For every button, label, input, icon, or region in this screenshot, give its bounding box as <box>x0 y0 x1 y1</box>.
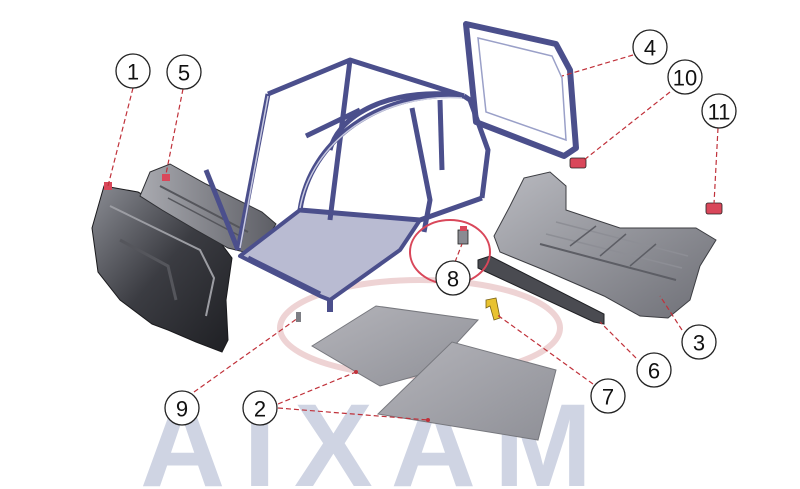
leader-2a-dot <box>354 370 358 374</box>
part-11-bracket <box>705 202 723 215</box>
central-frame-highlights <box>239 95 463 249</box>
callout-3: 3 <box>681 324 717 360</box>
part-3-rear-floor <box>493 171 717 319</box>
callout-6: 6 <box>636 352 672 388</box>
part-4-door-frame <box>463 21 579 159</box>
central-frame-cage <box>203 57 491 312</box>
leader-6 <box>599 321 637 359</box>
callout-2-label: 2 <box>254 397 266 422</box>
leader-11 <box>713 127 719 205</box>
callout-5: 5 <box>166 54 202 90</box>
leader-lines <box>107 54 719 422</box>
callout-6-label: 6 <box>648 359 660 384</box>
callout-7: 7 <box>590 378 626 414</box>
leader-4 <box>561 54 634 77</box>
leader-1 <box>107 87 134 187</box>
part-2-floor-plate-right <box>376 341 557 441</box>
callout-8-label: 8 <box>447 267 459 292</box>
callout-4: 4 <box>632 29 668 65</box>
callout-4-label: 4 <box>644 36 656 61</box>
leader-10 <box>583 91 671 161</box>
callout-11: 11 <box>701 93 737 129</box>
part-8-bracket-tab <box>460 226 467 231</box>
leader-2a <box>277 371 357 405</box>
callout-9-label: 9 <box>176 397 188 422</box>
callout-5-label: 5 <box>178 61 190 86</box>
callout-7-label: 7 <box>602 385 614 410</box>
leader-2b-dot <box>426 418 430 422</box>
leader-3 <box>659 295 683 331</box>
callout-1-label: 1 <box>127 60 139 85</box>
part-7-bracket <box>485 297 501 321</box>
callout-10-label: 10 <box>673 66 697 91</box>
leader-7 <box>495 313 594 385</box>
callout-10: 10 <box>667 59 703 95</box>
part-8-bracket <box>457 229 469 245</box>
callout-3-label: 3 <box>693 331 705 356</box>
callout-8: 8 <box>435 260 471 296</box>
callout-11-label: 11 <box>708 100 731 125</box>
part-10-bracket <box>569 157 587 169</box>
leader-2b <box>277 407 429 421</box>
leader-8 <box>454 243 463 263</box>
leader-9 <box>193 317 299 393</box>
callout-9: 9 <box>164 390 200 426</box>
callout-1: 1 <box>115 53 151 89</box>
part-9-pin <box>296 312 301 322</box>
callout-2: 2 <box>242 390 278 426</box>
leader-5 <box>165 88 184 175</box>
